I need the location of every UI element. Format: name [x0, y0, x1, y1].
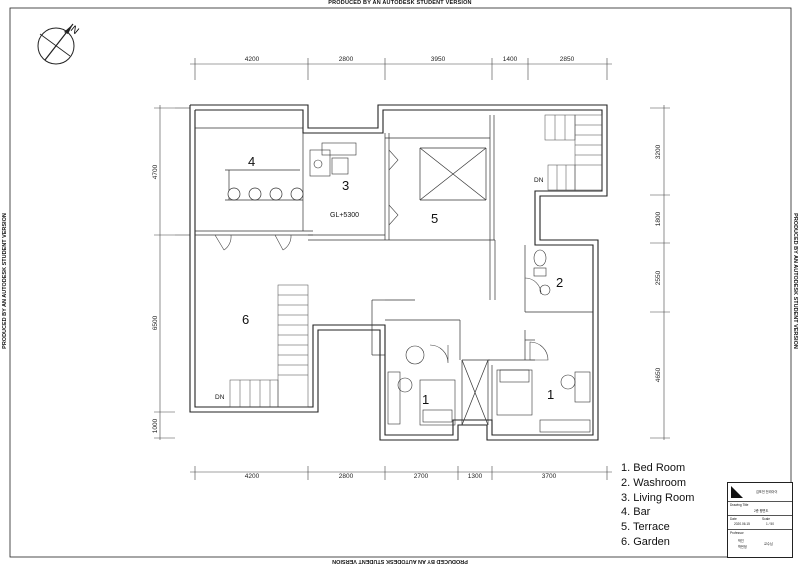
north-arrow-icon: N: [37, 23, 81, 65]
room-number-bed-b: 1: [547, 387, 554, 402]
stair-label-garden: DN: [215, 394, 225, 401]
dim-top-5: 2850: [560, 56, 575, 63]
student-name: 학번정: [738, 545, 747, 549]
upper-stair: [544, 114, 603, 191]
dim-right-4: 4650: [655, 367, 662, 382]
legend-item: 2. Washroom: [621, 476, 687, 489]
dim-bottom-3: 2700: [414, 473, 429, 480]
date-value: 2020.06.15: [734, 522, 750, 526]
legend-item: 4. Bar: [621, 506, 651, 519]
drawing-title: 2층 평면도: [754, 509, 769, 513]
washroom-fixtures: [533, 249, 551, 296]
dimension-lines: [154, 58, 670, 480]
dim-right-2: 1800: [655, 211, 662, 226]
room-number-bar: 4: [248, 154, 255, 169]
scale-label: Scale: [762, 517, 770, 521]
level-mark: GL+5300: [330, 212, 359, 219]
room-number-bed-a: 1: [422, 392, 429, 407]
professor-label: Professor: [730, 531, 744, 535]
room-number-living: 3: [342, 178, 349, 193]
logo-icon: [731, 486, 743, 498]
interior-walls: [195, 115, 593, 426]
room-legend: 1. Bed Room 2. Washroom 3. Living Room 4…: [621, 461, 694, 550]
school-name: 김포전 전리아이: [756, 490, 778, 494]
legend-item: 5. Terrace: [621, 521, 670, 534]
legend-item: 6. Garden: [621, 535, 670, 548]
dim-right-1: 3200: [655, 144, 662, 159]
room-number-garden: 6: [242, 312, 249, 327]
dim-left-2: 6500: [152, 315, 159, 330]
dim-bottom-4: 1300: [468, 473, 483, 480]
dim-left-3: 1000: [152, 418, 159, 433]
date-label: Date: [730, 517, 737, 521]
dim-right-3: 2550: [655, 270, 662, 285]
bar-stools: [227, 187, 304, 201]
dim-bottom-1: 4200: [245, 473, 260, 480]
watermark-top: PRODUCED BY AN AUTODESK STUDENT VERSION: [328, 0, 472, 6]
drawing-title-label: Drawing Title: [730, 503, 749, 507]
dim-left-1: 4700: [152, 164, 159, 179]
dim-top-2: 2800: [339, 56, 354, 63]
dim-top-3: 3950: [431, 56, 446, 63]
grade-label: 교수님: [764, 542, 773, 546]
garden-stair: [229, 284, 309, 408]
living-furniture: [309, 142, 357, 177]
dim-bottom-2: 2800: [339, 473, 354, 480]
dim-top-1: 4200: [245, 56, 260, 63]
sheet-border: [9, 7, 792, 558]
scale-value: 1 / 50: [766, 522, 774, 526]
title-block: 김포전 전리아이 Drawing Title 2층 평면도 Date Scale…: [727, 482, 793, 558]
legend-item: 3. Living Room: [621, 491, 695, 504]
room-number-terrace: 5: [431, 211, 438, 226]
dim-top-4: 1400: [503, 56, 518, 63]
exterior-walls: [189, 104, 608, 441]
legend-item: 1. Bed Room: [621, 462, 686, 474]
bedroom-furniture: [387, 345, 591, 433]
room-number-washroom: 2: [556, 275, 563, 290]
dim-bottom-5: 3700: [542, 473, 557, 480]
student-id: 박진: [738, 539, 744, 543]
doors: [214, 149, 549, 364]
stair-label-upper: DN: [534, 177, 544, 184]
